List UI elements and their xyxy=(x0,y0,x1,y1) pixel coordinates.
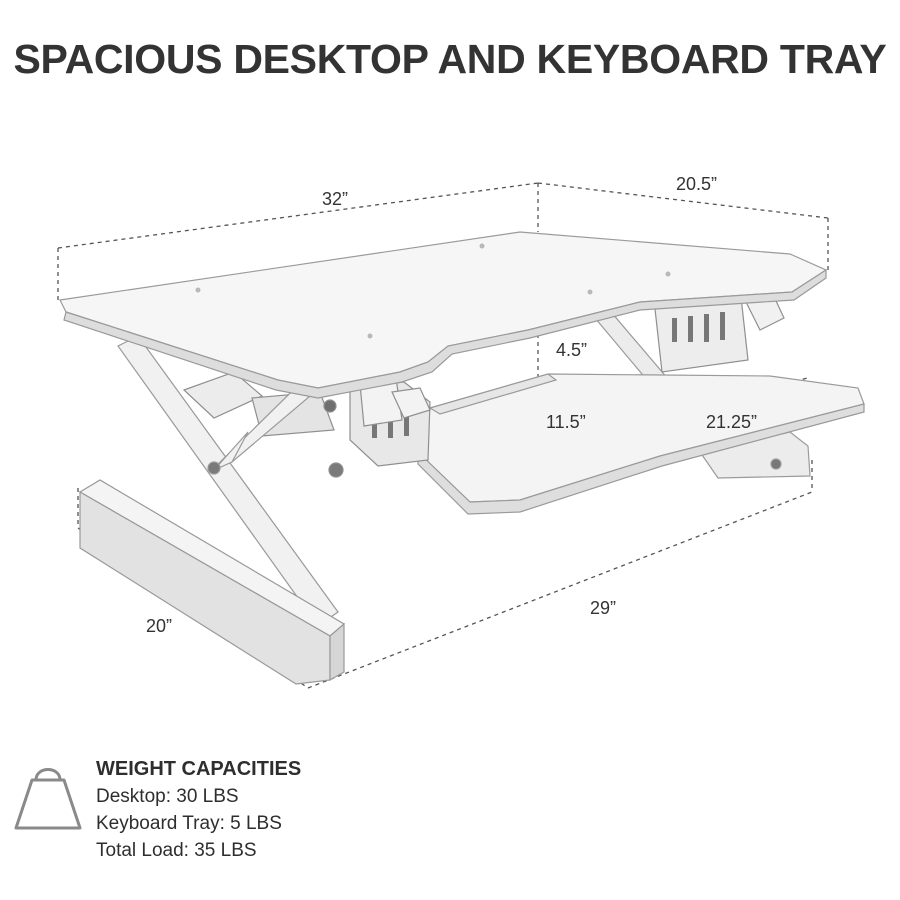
capacity-desktop: Desktop: 30 LBS xyxy=(96,786,239,807)
weight-icon xyxy=(14,768,82,830)
desktop-width-line xyxy=(57,182,539,249)
desktop-depth-line xyxy=(537,182,829,219)
desktop-depth-label: 20.5” xyxy=(676,174,717,194)
weight-capacities: WEIGHT CAPACITIES Desktop: 30 LBS Keyboa… xyxy=(96,756,301,864)
page-title: SPACIOUS DESKTOP AND KEYBOARD TRAY xyxy=(13,36,887,82)
desktop-width-label: 32” xyxy=(322,189,348,209)
base-width-label: 29” xyxy=(590,598,616,618)
desktop-surface xyxy=(59,231,828,399)
base-width-line xyxy=(307,491,813,689)
base-depth-label: 20” xyxy=(146,616,172,636)
standing-desk-illustration: 32” 20.5” 4.5” 11.5” 21.25” 20” 29” xyxy=(57,174,865,689)
tray-depth-label: 11.5” xyxy=(546,412,586,432)
capacity-title: WEIGHT CAPACITIES xyxy=(96,758,302,780)
tray-width-label: 21.25” xyxy=(706,412,757,432)
keyboard-tray xyxy=(417,373,865,515)
capacity-total-load: Total Load: 35 LBS xyxy=(96,840,257,861)
tray-gap-label: 4.5” xyxy=(556,340,587,360)
base-bar xyxy=(78,479,346,685)
dimension-labels: 32” 20.5” 4.5” 11.5” 21.25” 20” 29” xyxy=(146,174,757,636)
capacity-keyboard-tray: Keyboard Tray: 5 LBS xyxy=(96,813,282,834)
